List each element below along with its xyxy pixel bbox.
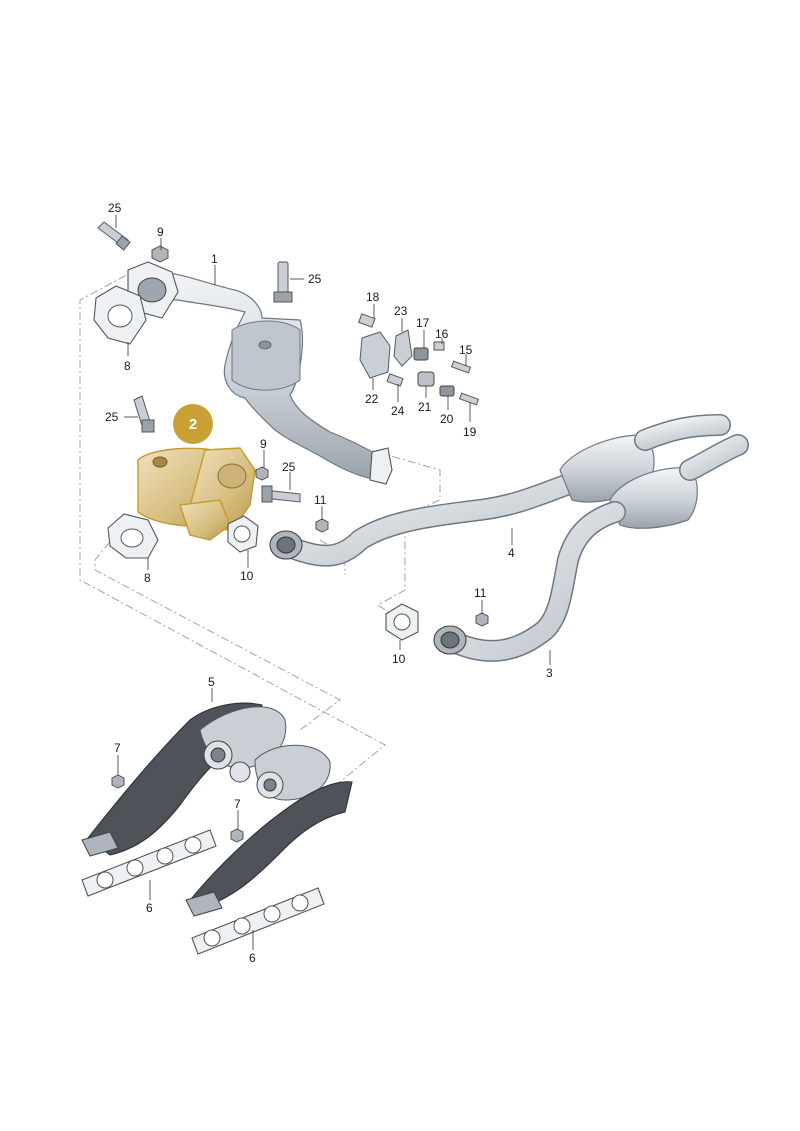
gasket-10-middle[interactable] (227, 515, 259, 553)
callout-18: 18 (366, 290, 380, 304)
callout-11: 11 (474, 586, 487, 600)
callout-20: 20 (440, 412, 454, 426)
callout-6: 6 (146, 901, 153, 915)
callout-6: 6 (249, 951, 256, 965)
exhaust-pipe-front-4[interactable] (269, 469, 591, 567)
oxygen-sensor-lower-right[interactable] (261, 485, 301, 503)
callout-25: 25 (308, 272, 322, 286)
leader-lines (115, 215, 551, 950)
callout-15: 15 (459, 343, 473, 357)
nut-11-middle[interactable] (315, 518, 329, 533)
nut-9-lower[interactable] (255, 466, 269, 481)
callout-25: 25 (108, 201, 122, 215)
gasket-10-right[interactable] (385, 603, 419, 641)
callout-4: 4 (508, 546, 515, 560)
manifold-gasket-6-left[interactable] (81, 829, 217, 897)
exhaust-manifold-right[interactable] (185, 781, 353, 917)
gasket-8-upper[interactable] (93, 285, 147, 345)
catalytic-converter-highlighted[interactable] (137, 447, 256, 541)
turbocharger-assembly[interactable] (199, 706, 331, 801)
callout-11: 11 (314, 493, 327, 507)
mounting-hardware-cluster[interactable] (358, 313, 480, 406)
nut-11-right[interactable] (475, 612, 489, 627)
callout-10: 10 (392, 652, 406, 666)
callout-25: 25 (282, 460, 296, 474)
gasket-8-lower[interactable] (107, 513, 159, 559)
manifold-gasket-6-right[interactable] (191, 887, 325, 955)
callout-16: 16 (435, 327, 449, 341)
nut-9-upper[interactable] (151, 245, 169, 263)
callout-7: 7 (234, 797, 241, 811)
callout-22: 22 (365, 392, 379, 406)
callout-17: 17 (416, 316, 430, 330)
callout-8: 8 (124, 359, 131, 373)
badge-label: 2 (189, 416, 197, 433)
catalytic-converter-right-upper[interactable] (559, 414, 731, 503)
oxygen-sensor-lower-left[interactable] (133, 395, 155, 433)
callout-24: 24 (391, 404, 405, 418)
callout-19: 19 (463, 425, 477, 439)
catalytic-converter-right-lower[interactable] (609, 434, 749, 529)
oxygen-sensor-upper-right[interactable] (273, 261, 293, 303)
callout-21: 21 (418, 400, 432, 414)
nut-7-left[interactable] (111, 774, 125, 789)
callout-23: 23 (394, 304, 408, 318)
callout-9: 9 (260, 437, 267, 451)
callout-3: 3 (546, 666, 553, 680)
oxygen-sensor-upper-left[interactable] (97, 221, 131, 251)
callout-8: 8 (144, 571, 151, 585)
callout-9: 9 (157, 225, 164, 239)
exhaust-pipe-front-3[interactable] (433, 501, 626, 662)
callout-1: 1 (211, 252, 218, 266)
callout-25: 25 (105, 410, 119, 424)
part-2-highlight-badge[interactable]: 2 (173, 404, 213, 444)
callout-10: 10 (240, 569, 254, 583)
callout-7: 7 (114, 741, 121, 755)
callout-labels: 25 9 1 25 8 18 23 17 16 15 22 24 21 20 1… (105, 201, 553, 965)
callout-5: 5 (208, 675, 215, 689)
nut-7-right[interactable] (230, 828, 244, 843)
